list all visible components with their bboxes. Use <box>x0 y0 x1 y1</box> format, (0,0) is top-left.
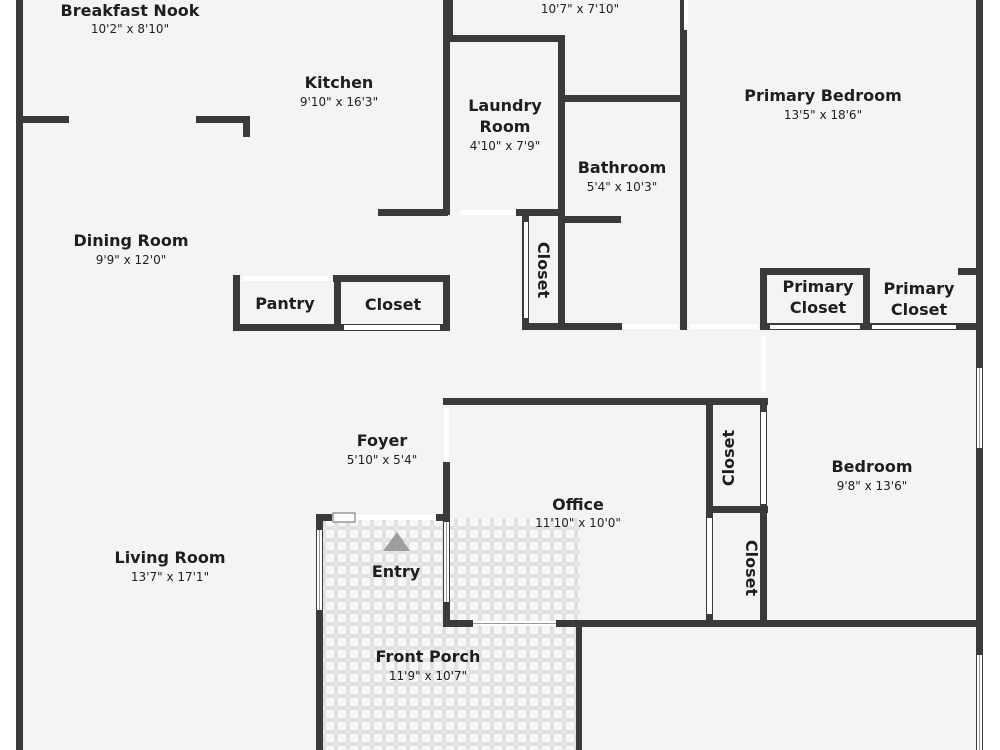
door-openings <box>243 0 956 614</box>
living-room-dims: 13'7" x 17'1" <box>131 570 209 584</box>
primary-closet-2-label-line1: Primary <box>884 279 955 298</box>
breakfast-nook-label: Breakfast Nook <box>61 1 200 20</box>
bedroom-dims: 9'8" x 13'6" <box>837 479 908 493</box>
primary-bedroom-dims: 13'5" x 18'6" <box>784 108 862 122</box>
dining-closet-label: Closet <box>365 295 422 314</box>
office-label: Office <box>552 495 604 514</box>
living-room-label: Living Room <box>115 548 226 567</box>
right-exterior <box>983 0 1000 750</box>
laundry-label-line2: Room <box>480 117 531 136</box>
bathroom-label: Bathroom <box>578 158 667 177</box>
primary-closet-2-label-line2: Closet <box>891 300 948 319</box>
foyer-dims: 5'10" x 5'4" <box>347 453 418 467</box>
front-porch-dims: 11'9" x 10'7" <box>389 669 467 683</box>
dining-room-label: Dining Room <box>73 231 188 250</box>
left-exterior <box>0 0 17 750</box>
hall-closet-label: Closet <box>534 242 553 299</box>
pantry-label: Pantry <box>255 294 315 313</box>
laundry-dims: 4'10" x 7'9" <box>470 139 541 153</box>
bedroom-closet-1-label: Closet <box>719 430 738 487</box>
bathroom-dims: 5'4" x 10'3" <box>587 180 658 194</box>
primary-closet-1-label-line1: Primary <box>783 277 854 296</box>
windows <box>317 368 982 750</box>
primary-bedroom-label: Primary Bedroom <box>744 86 902 105</box>
entry-label: Entry <box>372 562 421 581</box>
dining-room-dims: 9'9" x 12'0" <box>96 253 167 267</box>
bedroom-closet-2-label: Closet <box>742 540 761 597</box>
kitchen-label: Kitchen <box>305 73 374 92</box>
top-room-dims: 10'7" x 7'10" <box>541 2 619 16</box>
entry-arrow-icon <box>383 532 410 551</box>
front-porch-floor <box>323 518 580 750</box>
laundry-label-line1: Laundry <box>468 96 542 115</box>
kitchen-dims: 9'10" x 16'3" <box>300 95 378 109</box>
primary-closet-1-label-line2: Closet <box>790 298 847 317</box>
front-porch-label: Front Porch <box>376 647 481 666</box>
office-dims: 11'10" x 10'0" <box>535 516 621 530</box>
bedroom-label: Bedroom <box>831 457 912 476</box>
foyer-label: Foyer <box>357 431 408 450</box>
breakfast-nook-dims: 10'2" x 8'10" <box>91 22 169 36</box>
